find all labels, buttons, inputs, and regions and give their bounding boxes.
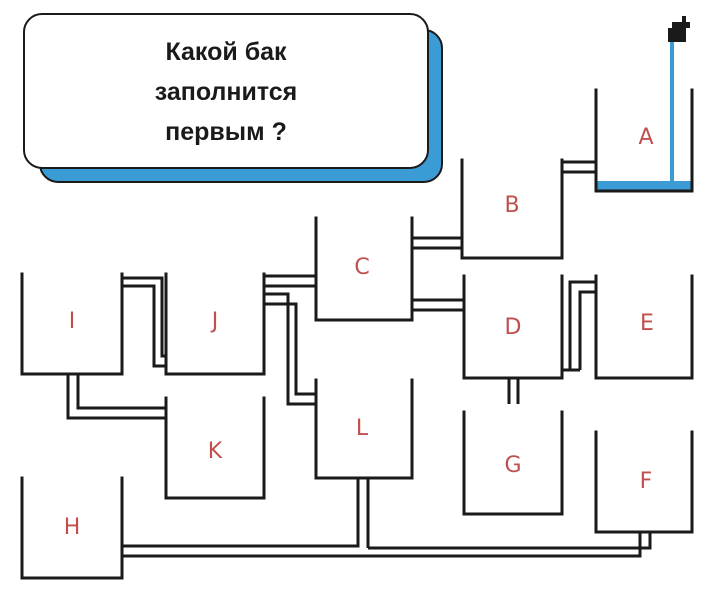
tank-e: E [594, 274, 694, 380]
faucet-handle [682, 16, 686, 24]
tank-g-label: G [504, 453, 521, 478]
tank-h-label: H [64, 515, 81, 540]
tank-h: H [20, 476, 124, 580]
water-stream [670, 42, 674, 190]
pipe-c-d [412, 298, 464, 312]
tank-e-label: E [640, 311, 654, 336]
tank-a-label: A [638, 125, 653, 150]
question-card-body [23, 13, 429, 169]
tank-b: B [460, 158, 564, 260]
tank-d: D [462, 274, 564, 380]
question-line-3: первым ? [165, 118, 287, 146]
tank-l-label: L [356, 416, 369, 441]
pipe-i-k [66, 374, 166, 420]
question-line-2: заполнится [155, 78, 298, 106]
pipe-c-j [264, 274, 316, 288]
tank-k: K [164, 396, 266, 500]
pipe-d-e [562, 280, 596, 372]
tank-i-label: I [69, 309, 76, 334]
pipe-b-c [412, 236, 462, 250]
pipe-d-g [507, 378, 520, 404]
question-card: Какой бак заполнится первым ? [23, 13, 443, 183]
pipe-j-l [264, 292, 316, 406]
pipe-j-i [122, 276, 166, 368]
tank-b-label: B [504, 193, 519, 218]
faucet-spout [672, 22, 690, 28]
tank-i: I [20, 272, 124, 376]
pipe-bottom-manifold [122, 478, 652, 558]
tank-d-label: D [505, 315, 522, 340]
pipes [66, 160, 652, 558]
tank-k-label: K [208, 439, 223, 464]
tank-g: G [462, 410, 564, 516]
tank-a: A [594, 88, 694, 193]
faucet [668, 16, 690, 190]
question-line-1: Какой бак [165, 38, 287, 66]
tank-j-label: J [210, 309, 219, 334]
tank-a-water [596, 181, 692, 191]
tank-l: L [314, 378, 414, 480]
tank-c: C [314, 216, 414, 322]
faucet-body [668, 28, 686, 42]
tank-f-label: F [640, 469, 653, 494]
tank-f: F [594, 430, 694, 534]
tank-j: J [164, 272, 266, 376]
tank-c-label: C [354, 255, 369, 280]
pipe-a-b [562, 160, 596, 174]
